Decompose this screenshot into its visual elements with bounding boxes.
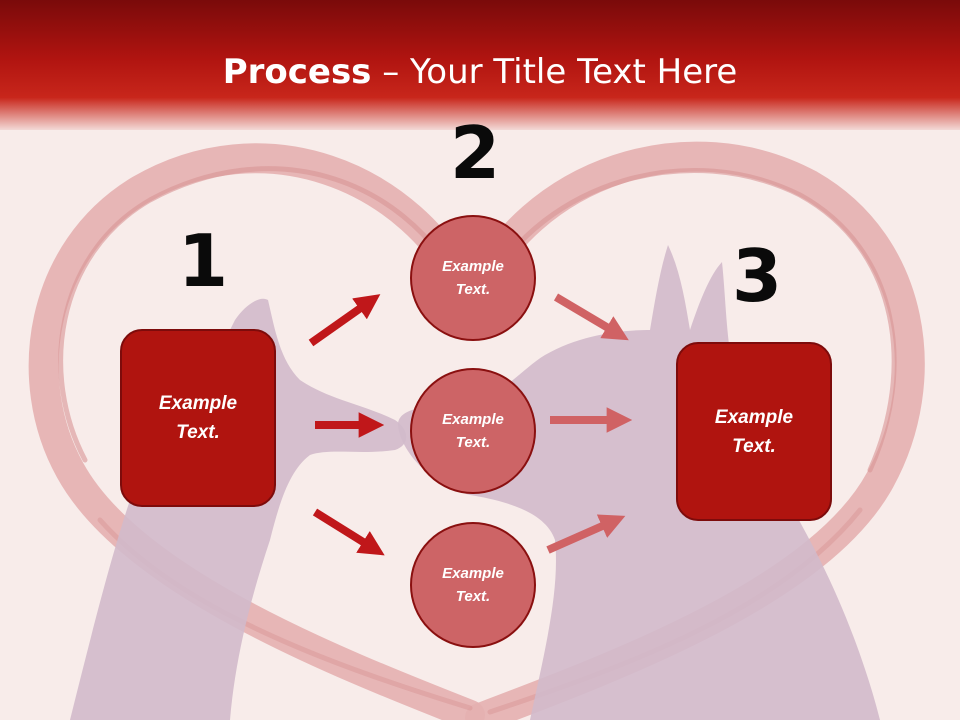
title-rest: – Your Title Text Here	[371, 52, 738, 92]
step-1-box-text: Example Text.	[158, 393, 238, 443]
step-number-3: 3	[732, 234, 783, 318]
step-2-circle-bottom: Example Text.	[410, 522, 536, 648]
title-bold: Process	[222, 52, 372, 92]
slide-title: Process – Your Title Text Here	[0, 52, 960, 92]
title-bar	[0, 0, 960, 130]
circle-bottom-text: Example Text.	[442, 565, 504, 605]
arrow-left-to-bottom	[312, 508, 385, 556]
step-number-2: 2	[450, 111, 501, 195]
dog-silhouette-right	[398, 245, 880, 720]
arrow-bottom-to-right	[546, 514, 626, 554]
step-3-box: Example Text.	[676, 342, 832, 521]
circle-top-text: Example Text.	[442, 258, 504, 298]
step-3-box-text: Example Text.	[714, 406, 794, 457]
dog-silhouette-left	[70, 298, 407, 720]
step-2-circle-top: Example Text.	[410, 215, 536, 341]
arrow-left-to-top	[308, 294, 381, 347]
step-2-circle-middle: Example Text.	[410, 368, 536, 494]
step-1-box: Example Text.	[120, 329, 276, 507]
arrow-top-to-right	[553, 293, 629, 341]
step-number-1: 1	[178, 219, 229, 303]
circle-middle-text: Example Text.	[442, 411, 504, 451]
